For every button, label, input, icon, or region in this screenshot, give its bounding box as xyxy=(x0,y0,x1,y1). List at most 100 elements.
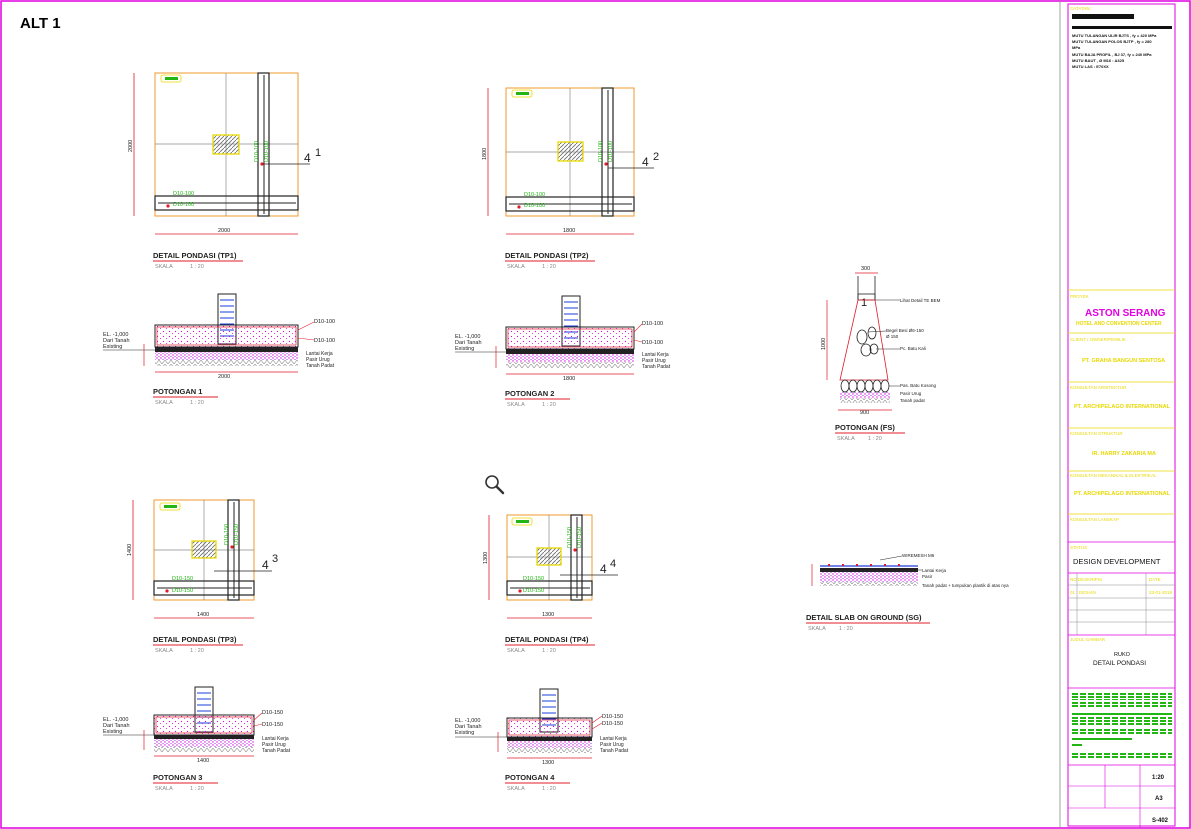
alt-label: ALT 1 xyxy=(20,15,61,32)
tp3-bar2: D10-150 xyxy=(172,588,193,594)
tp3-tag: 4 xyxy=(262,558,269,572)
tb-status-label: STATUS xyxy=(1070,545,1087,550)
tb-judul-label: JUDUL GAMBAR xyxy=(1070,637,1106,642)
tp3-bar1: D10-150 xyxy=(172,576,193,582)
s2-dim: 1800 xyxy=(563,376,575,382)
fs-n2: Begel Besi Ø6-150 xyxy=(886,328,924,333)
s2-l1: Lantai Kerja xyxy=(642,352,669,358)
tb-status: DESIGN DEVELOPMENT xyxy=(1073,557,1161,566)
tb-proyek-label: PROYEK xyxy=(1070,294,1089,299)
s1-mid-bar: D10-100 xyxy=(314,338,335,344)
fs-n7: Tanah padat xyxy=(900,398,926,403)
s3-l2: Pasir Urug xyxy=(262,742,286,748)
tp3-title: DETAIL PONDASI (TP3) xyxy=(153,635,237,644)
tb-rev-desc-label: DESKRIPSI xyxy=(1078,577,1102,582)
s3-dim: 1400 xyxy=(197,758,209,764)
tp3-dim-h: 1400 xyxy=(127,544,133,556)
tp1-tag: 4 xyxy=(304,151,311,165)
s1-el2: Dari Tanah xyxy=(103,338,130,344)
tb-rev-no: 01 xyxy=(1070,590,1076,595)
tb-struct-label: KONSULTAN STRUKTUR xyxy=(1070,431,1123,436)
tp3-vbar1: D10-150 xyxy=(224,524,230,545)
tp4-dim-h: 1300 xyxy=(483,552,489,564)
s3-el2: Dari Tanah xyxy=(103,723,130,729)
tp4-vbar1: D10-150 xyxy=(567,527,573,548)
tb-drawing-title-1: RUKO xyxy=(1114,652,1131,658)
s4-title: POTONGAN 4 xyxy=(505,773,555,782)
tb-catatan-label: CATATAN : xyxy=(1070,6,1092,11)
s4-el3: Existing xyxy=(455,730,474,736)
slab-scale-label: SKALA xyxy=(808,626,826,632)
tp4-scale-label: SKALA xyxy=(507,648,525,654)
s3-scale-label: SKALA xyxy=(155,786,173,792)
s4-el1: EL. -1,000 xyxy=(455,718,480,724)
tb-scale: 1:20 xyxy=(1152,775,1165,781)
s2-top-bar: D10-100 xyxy=(642,321,663,327)
tp2-vbar2: D10-100 xyxy=(608,141,614,162)
tp2-scale-label: SKALA xyxy=(507,264,525,270)
tb-sheet-size: A3 xyxy=(1155,796,1163,802)
slab-n1: WIREMESH M6 xyxy=(902,553,935,558)
s2-el3: Existing xyxy=(455,346,474,352)
tb-note-5: MUTU LAS : E70XX xyxy=(1072,64,1109,69)
s4-dim: 1300 xyxy=(542,760,554,766)
section-4: D10-150 D10-150 Lantai Kerja Pasir Urug … xyxy=(455,688,629,792)
s3-title: POTONGAN 3 xyxy=(153,773,202,782)
tp3-num: 3 xyxy=(272,553,278,565)
s2-l2: Pasir Urug xyxy=(642,358,666,364)
section-2: D10-100 D10-100 Lantai Kerja Pasir Urug … xyxy=(455,295,671,408)
tb-rev-date: 23-01-2018 xyxy=(1149,590,1173,595)
slab-n2: Lantai Kerja xyxy=(922,568,947,573)
tb-rev-desc: DESAIN xyxy=(1079,590,1096,595)
slab-n4: Tanah padat + tumpukan plastik di atas n… xyxy=(922,583,1009,588)
plan-tp2: D10-100 D10-100 D10-100 D10-100 4 2 1800… xyxy=(482,87,659,270)
tp4-num: 4 xyxy=(610,558,616,570)
tp4-tag: 4 xyxy=(600,562,607,576)
plan-tp3: D10-150 D10-150 D10-150 D10-150 4 3 1400… xyxy=(127,499,278,654)
plan-tp1: D10-100 D10-100 D10-100 D10-100 4 1 2000… xyxy=(128,72,321,270)
tb-struct: IR. HARRY ZAKARIA MA xyxy=(1092,451,1156,457)
tb-drawing-title-2: DETAIL PONDASI xyxy=(1093,660,1146,667)
fs-tag: 1 xyxy=(861,297,867,309)
plan-tp4: D10-150 D10-150 D10-150 D10-150 4 4 1300… xyxy=(483,514,618,654)
tb-mep: PT. ARCHIPELAGO INTERNATIONAL xyxy=(1074,491,1171,497)
zoom-magnifier-icon[interactable] xyxy=(484,474,506,496)
s4-l3: Tanah Padat xyxy=(600,748,629,754)
tp1-vbar2: D10-100 xyxy=(264,141,270,162)
fs-n4: Pc. Batu Kali xyxy=(900,346,926,351)
s1-el1: EL. -1,000 xyxy=(103,332,128,338)
s4-mid-bar: D10-150 xyxy=(602,721,623,727)
s1-l3: Tanah Padat xyxy=(306,363,335,369)
s2-scale: 1 : 20 xyxy=(542,402,556,408)
tp1-scale-label: SKALA xyxy=(155,264,173,270)
tp4-bar2: D10-150 xyxy=(523,588,544,594)
s4-el2: Dari Tanah xyxy=(455,724,482,730)
tp1-bar2: D10-100 xyxy=(173,202,194,208)
tb-note-3: MUTU BAJA PROFIL , BJ 37, fy = 240 MPa xyxy=(1072,52,1152,57)
s1-l1: Lantai Kerja xyxy=(306,351,333,357)
tp4-bar1: D10-150 xyxy=(523,576,544,582)
s1-top-bar: D10-100 xyxy=(314,319,335,325)
s2-mid-bar: D10-100 xyxy=(642,340,663,346)
tp2-dim-w: 1800 xyxy=(563,228,575,234)
s4-l1: Lantai Kerja xyxy=(600,736,627,742)
tb-note-0: MUTU TULANGAN ULIR BJTS , fy = 420 MPa xyxy=(1072,33,1157,38)
s4-scale-label: SKALA xyxy=(507,786,525,792)
tb-mep-label: KONSULTAN MEKANIKAL & ELEKTRIKAL xyxy=(1070,473,1157,478)
tb-note-2: MPa xyxy=(1072,45,1081,50)
s3-mid-bar: D10-150 xyxy=(262,722,283,728)
slab-n3: Pasir xyxy=(922,574,933,579)
tp3-scale-label: SKALA xyxy=(155,648,173,654)
tp3-dim-w: 1400 xyxy=(197,612,209,618)
tb-rev-no-label: NO xyxy=(1070,577,1077,582)
tp1-dim-h: 2000 xyxy=(128,140,134,152)
tb-project-name: ASTON SERANG xyxy=(1085,308,1166,319)
tp4-dim-w: 1300 xyxy=(542,612,554,618)
tp1-dim-w: 2000 xyxy=(218,228,230,234)
tp2-title: DETAIL PONDASI (TP2) xyxy=(505,251,589,260)
fs-n3: Ø 150 xyxy=(886,334,899,339)
tp2-tag: 4 xyxy=(642,155,649,169)
section-1: D10-100 D10-100 Lantai Kerja Pasir Urug … xyxy=(103,293,335,406)
